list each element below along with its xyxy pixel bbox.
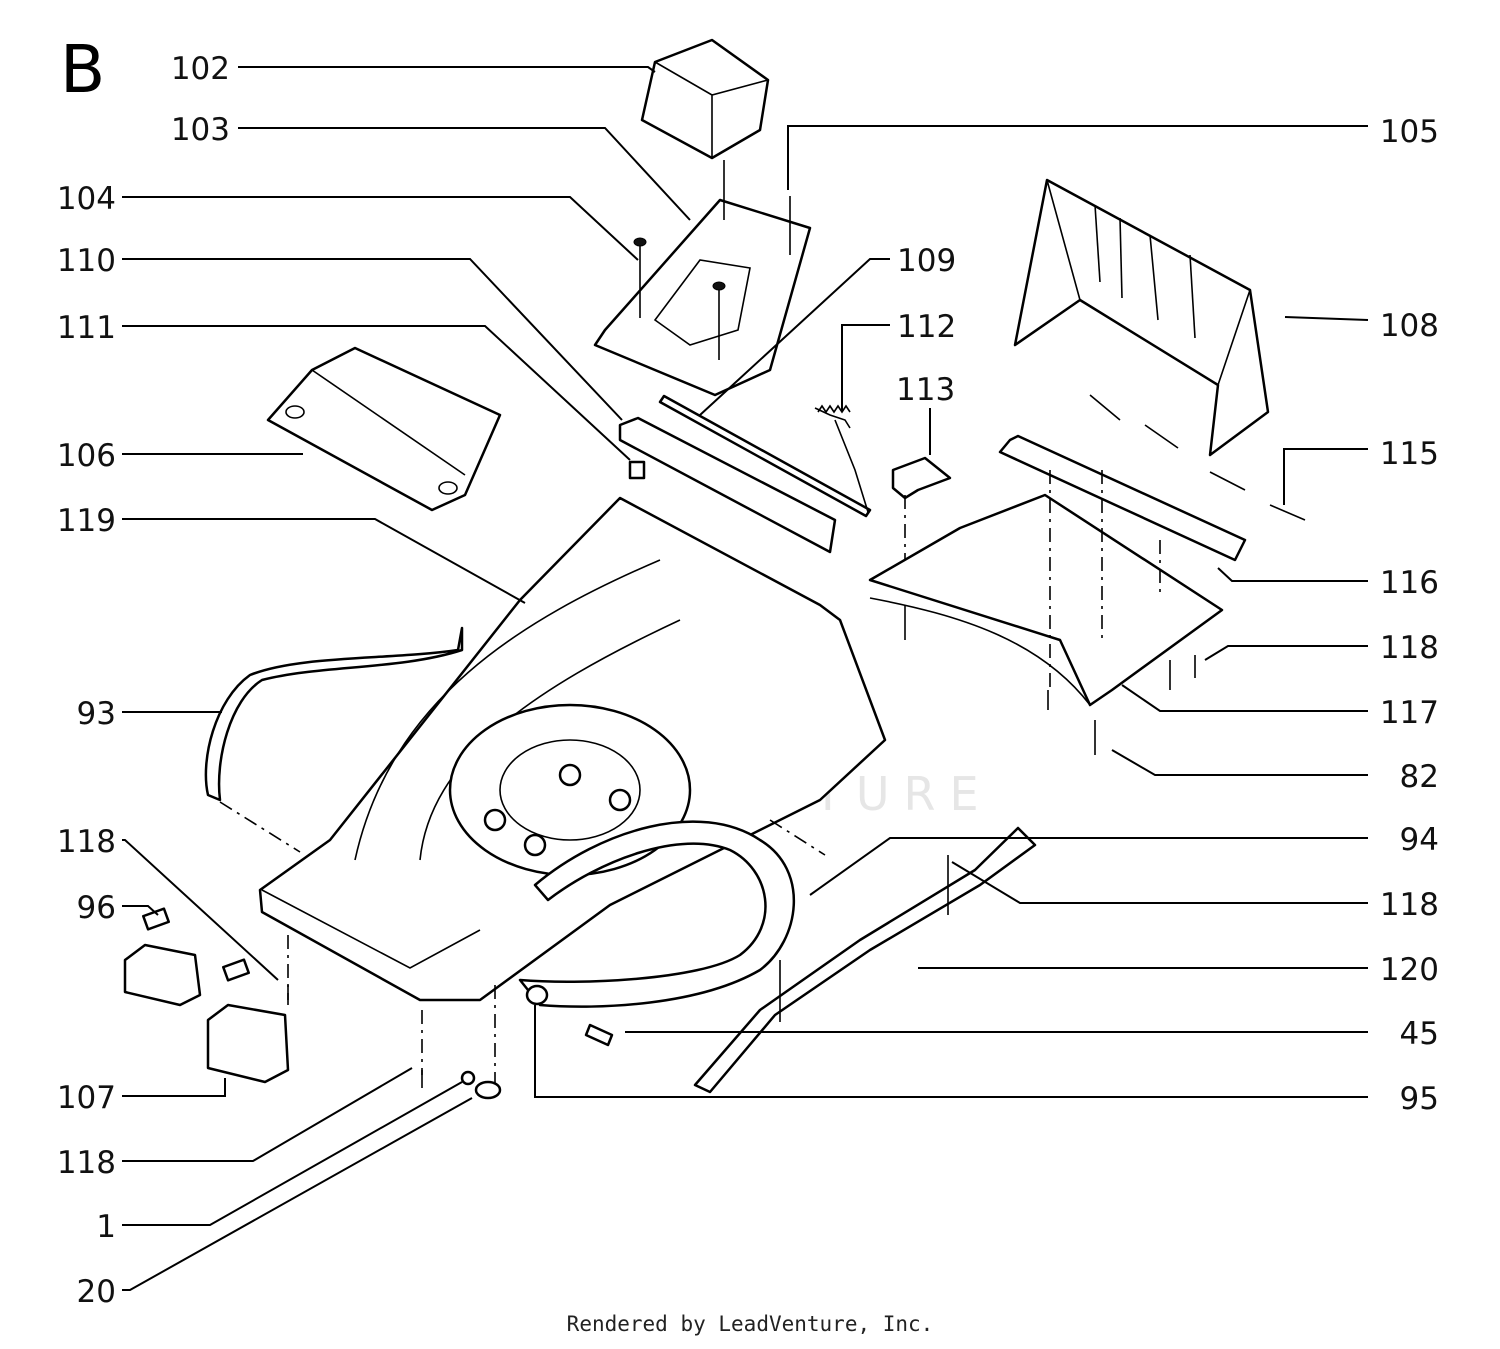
callout-118-left-upper: 118 [57, 824, 116, 860]
part-111-clip [628, 460, 646, 480]
callout-118-left-lower: 118 [57, 1145, 116, 1181]
callout-45: 45 [1400, 1016, 1439, 1052]
callout-94: 94 [1400, 822, 1439, 858]
footer-credit: Rendered by LeadVenture, Inc. [566, 1312, 934, 1336]
callout-106: 106 [57, 438, 116, 474]
callout-120: 120 [1380, 952, 1439, 988]
part-110-bracket [618, 416, 837, 554]
callout-116: 116 [1380, 565, 1439, 601]
callout-102: 102 [171, 51, 230, 87]
part-fasteners-bottom [287, 984, 614, 1100]
callout-95: 95 [1400, 1081, 1439, 1117]
leader-lines [122, 66, 1369, 1291]
part-102-motor-cover [640, 38, 770, 160]
callout-105: 105 [1380, 114, 1439, 150]
callout-117: 117 [1380, 695, 1439, 731]
callout-118-right-lower: 118 [1380, 887, 1439, 923]
part-96-spacers [142, 907, 250, 982]
part-115-pins [1089, 394, 1306, 521]
callout-112: 112 [897, 309, 956, 345]
callouts-left: 102 103 104 110 111 106 119 93 118 96 10… [57, 51, 230, 1310]
part-82-screws [904, 605, 1196, 755]
part-94-right-guard [518, 819, 826, 1008]
callout-108: 108 [1380, 308, 1439, 344]
callouts-mid: 109 112 113 [896, 243, 956, 408]
part-106-cover-plate [266, 346, 502, 512]
callout-113: 113 [896, 372, 955, 408]
callout-93: 93 [77, 696, 116, 732]
callout-103: 103 [171, 112, 230, 148]
callout-110: 110 [57, 243, 116, 279]
part-112-spring [814, 404, 869, 513]
callout-115: 115 [1380, 436, 1439, 472]
callout-20: 20 [77, 1274, 116, 1310]
callout-107: 107 [57, 1080, 116, 1116]
part-104-screw [633, 237, 647, 318]
callout-82: 82 [1400, 759, 1439, 795]
callout-109: 109 [897, 243, 956, 279]
callouts-right: 105 108 115 116 118 117 82 94 118 120 45… [1380, 114, 1439, 1117]
part-113-latch [891, 456, 952, 570]
callout-119: 119 [57, 503, 116, 539]
part-103-housing [593, 198, 812, 397]
callout-1: 1 [96, 1209, 116, 1245]
part-108-grass-catcher [1013, 178, 1270, 457]
section-letter: B [60, 31, 105, 108]
part-117-rear-flap [868, 470, 1224, 707]
callout-118-right-upper: 118 [1380, 630, 1439, 666]
part-109-rod [658, 394, 872, 518]
part-105-screws [712, 160, 791, 360]
part-93-left-guard [204, 626, 464, 853]
part-120-handle [693, 826, 1037, 1094]
part-116-hinge-strip [998, 434, 1247, 562]
callout-104: 104 [57, 181, 116, 217]
part-107-wheel-covers [123, 943, 290, 1084]
callout-96: 96 [77, 890, 116, 926]
callout-111: 111 [57, 310, 116, 346]
